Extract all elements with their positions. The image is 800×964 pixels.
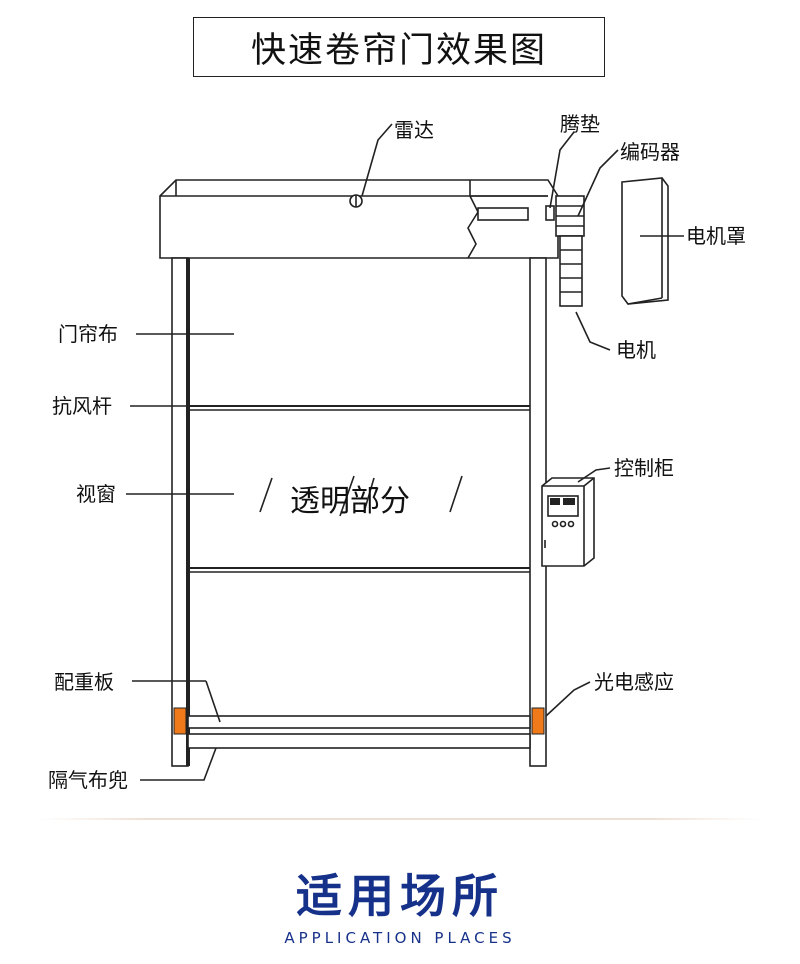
- counterweight-bar: [187, 715, 531, 729]
- motor-label: 电机: [616, 338, 656, 362]
- air-pocket-label: 隔气布兜: [48, 768, 128, 792]
- encoder-label: 编码器: [620, 140, 680, 164]
- section-subtitle: APPLICATION PLACES: [284, 929, 516, 947]
- air-pocket-bar: [187, 733, 531, 749]
- section-title: 适用场所: [296, 869, 504, 923]
- gasket: [545, 205, 555, 221]
- section-divider: [40, 818, 760, 820]
- diagram-title: 快速卷帘门效果图: [193, 17, 605, 77]
- photo-sensor-right: [531, 707, 545, 735]
- transparent-part-text: 透明部分: [290, 484, 410, 519]
- motor: [559, 235, 583, 307]
- gasket-label: 腾垫: [560, 112, 600, 136]
- radar-label: 雷达: [394, 118, 434, 142]
- control-box-label: 控制柜: [614, 456, 674, 480]
- control-box: [541, 477, 595, 567]
- curtain-label: 门帘布: [58, 322, 118, 346]
- wind-bar-label: 抗风杆: [52, 394, 112, 418]
- motor-cover: [621, 177, 669, 305]
- counterweight-label: 配重板: [54, 670, 114, 694]
- photo-sensor-left: [173, 707, 187, 735]
- window-label: 视窗: [76, 482, 116, 506]
- motor-cover-label: 电机罩: [686, 224, 746, 248]
- photo-sensor-label: 光电感应: [594, 670, 674, 694]
